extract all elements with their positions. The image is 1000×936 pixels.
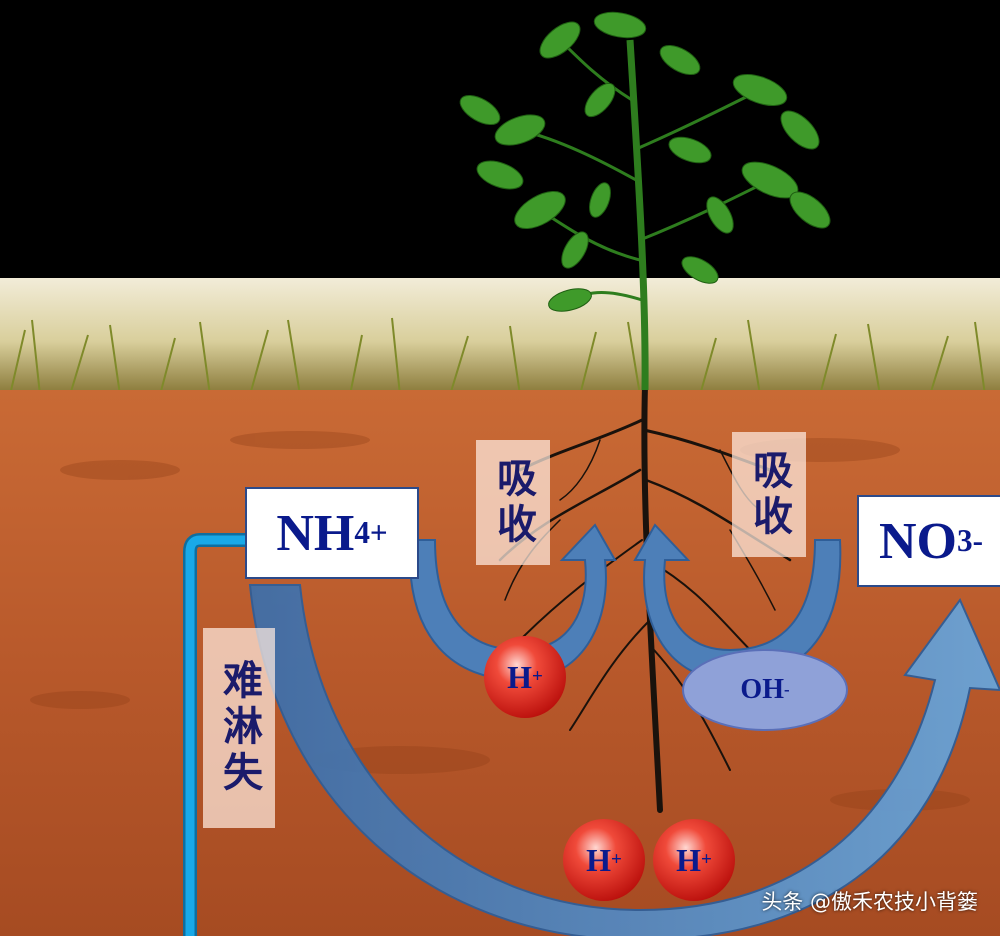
no3-main: NO <box>879 512 957 570</box>
h-ion-top-main: H <box>507 658 532 695</box>
plant-leaves <box>459 11 831 312</box>
h-ion-bl-sup: + <box>610 849 622 870</box>
watermark-text: 头条 @傲禾农技小背篓 <box>761 890 978 914</box>
conversion-arrow <box>248 584 1000 936</box>
no3-superscript: - <box>972 523 983 558</box>
h-ion-bottom-left: H+ <box>563 833 645 887</box>
oh-ion-sup: - <box>783 680 790 699</box>
h-ion-ball-bottom-right <box>653 819 735 901</box>
h-ion-top: H+ <box>484 650 566 704</box>
leaching-pipe <box>185 535 248 936</box>
h-ion-br-sup: + <box>700 849 712 870</box>
oh-ion-main: OH <box>740 674 784 705</box>
plant-stem <box>626 39 649 391</box>
oh-ion: OH- <box>690 665 840 715</box>
absorb-arrow-left <box>408 523 617 682</box>
grass-blades <box>9 317 986 396</box>
oh-ion-ellipse <box>682 649 848 731</box>
absorb-label-left: 吸收 <box>476 440 550 565</box>
h-ion-ball-top <box>484 636 566 718</box>
h-ion-top-sup: + <box>531 666 543 687</box>
no3-subscript: 3 <box>957 523 973 558</box>
nh4-subscript: 4 <box>354 515 370 550</box>
h-ion-br-main: H <box>676 841 701 878</box>
absorb-label-right: 吸收 <box>732 432 806 557</box>
hard-leaching-label: 难淋失 <box>203 628 275 828</box>
grass-band <box>0 278 1000 393</box>
nh4-superscript: + <box>369 515 388 550</box>
h-ion-bl-main: H <box>586 841 611 878</box>
h-ion-ball-bottom-left <box>563 819 645 901</box>
nh4-main: NH <box>276 504 355 562</box>
h-ion-bottom-right: H+ <box>653 833 735 887</box>
